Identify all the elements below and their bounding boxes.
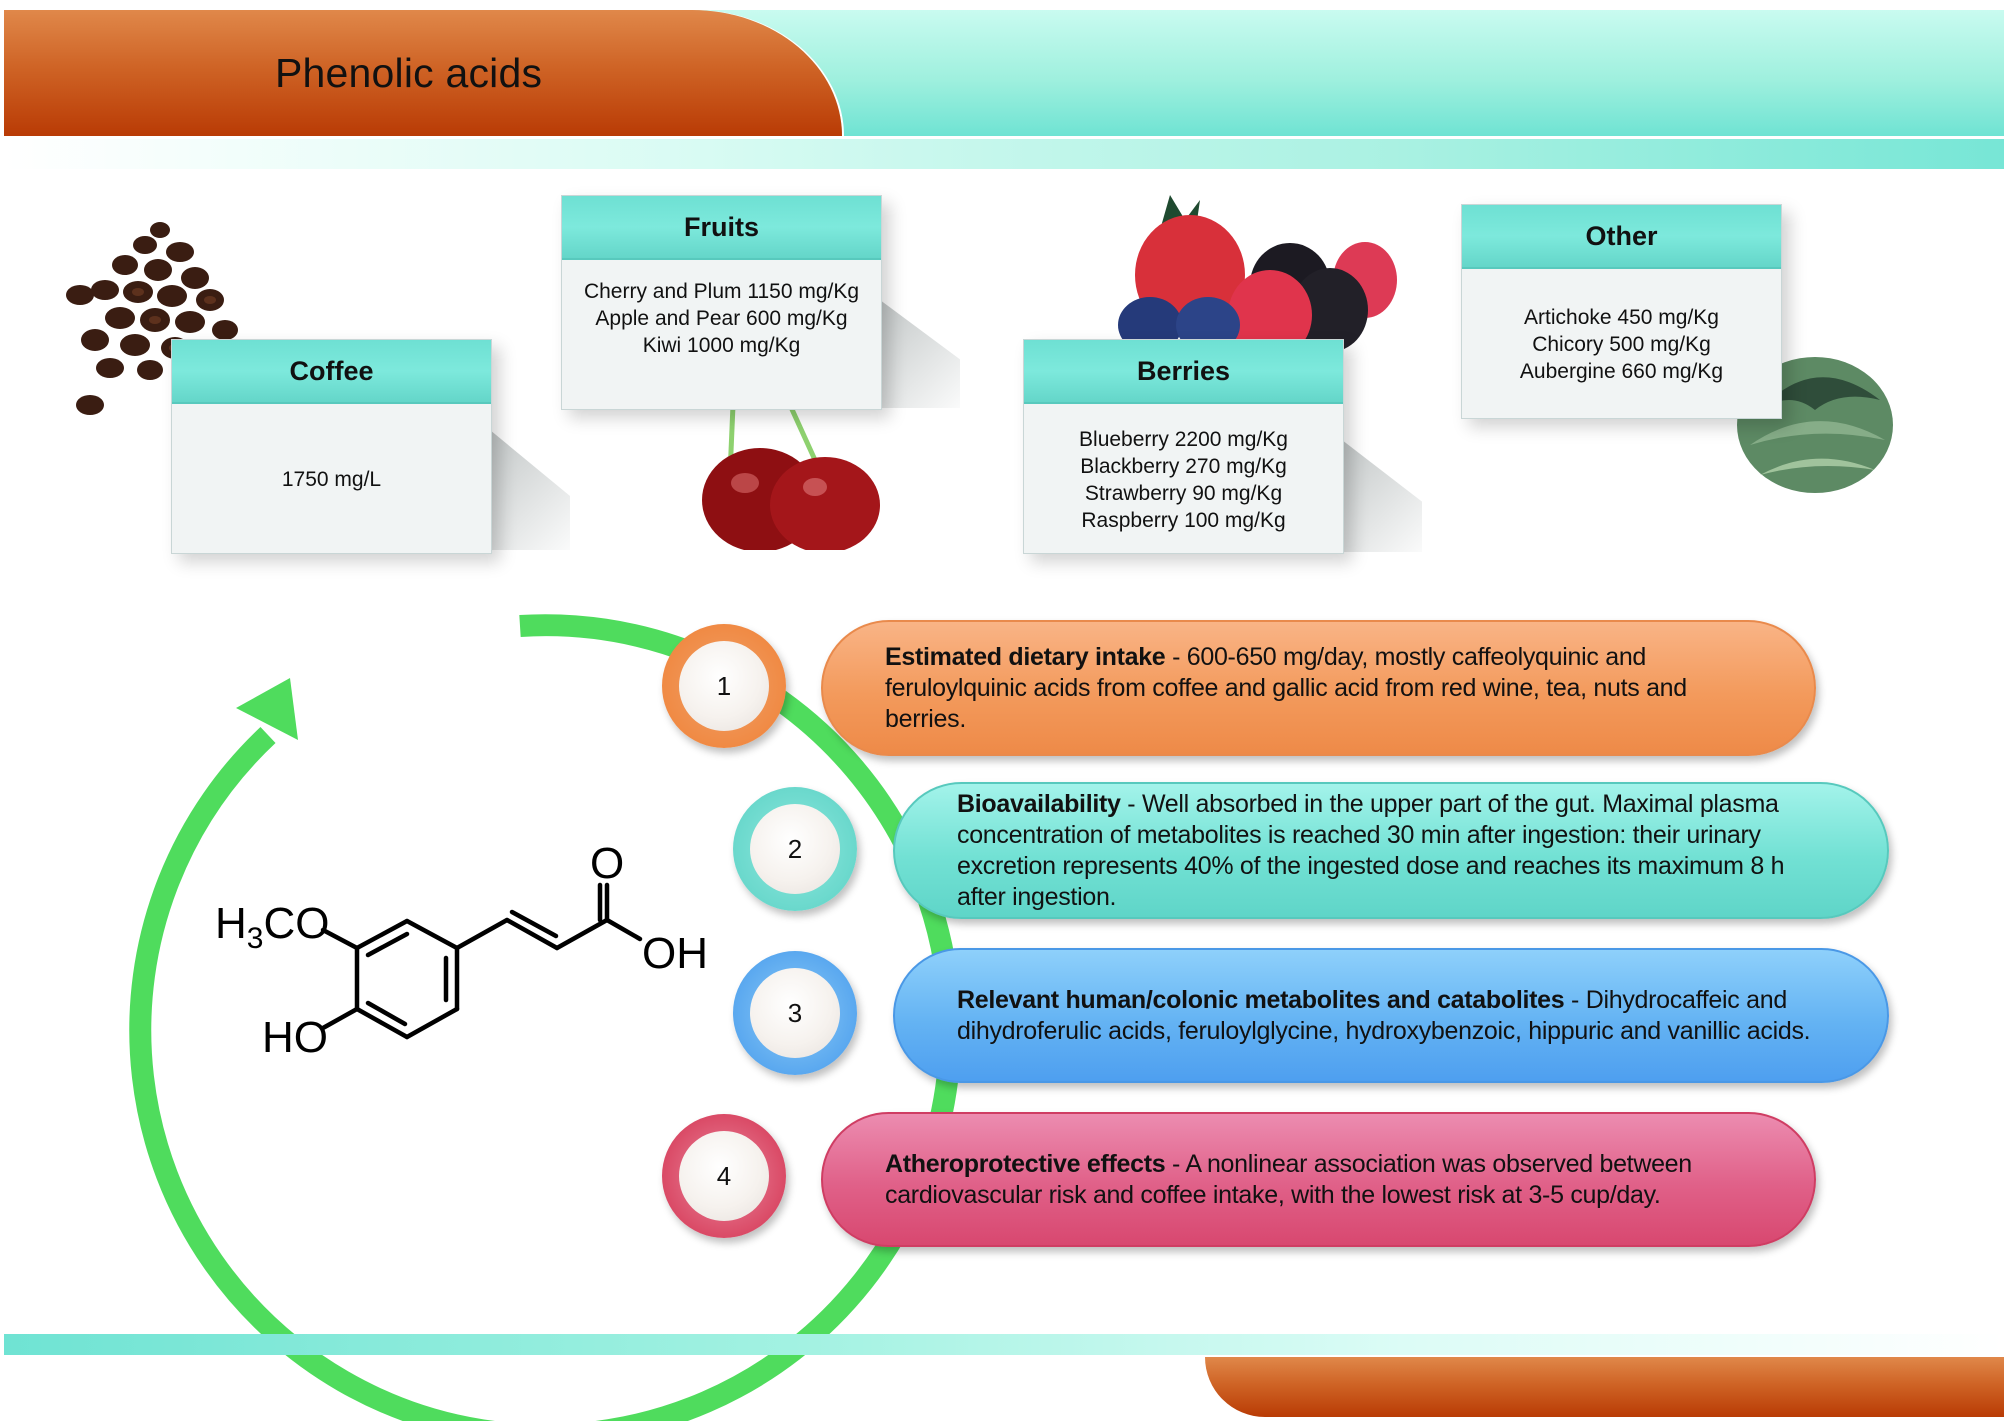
hydroxyl-label: HO bbox=[262, 1013, 328, 1060]
source-card-coffee: Coffee 1750 mg/L bbox=[171, 339, 492, 554]
cycle-arrow-arc bbox=[129, 614, 962, 1421]
card-title: Berries bbox=[1024, 340, 1343, 404]
step-card-3: Relevant human/colonic metabolites and c… bbox=[893, 948, 1889, 1083]
card-title: Coffee bbox=[172, 340, 491, 404]
carbonyl-oxygen-label: O bbox=[590, 839, 624, 888]
methoxy-label: H3CO bbox=[215, 899, 329, 955]
card-item: Blackberry 270 mg/Kg bbox=[1080, 454, 1287, 478]
footer-orange-tab bbox=[1205, 1357, 2004, 1417]
step-badge-3: 3 bbox=[733, 951, 857, 1075]
step-number-1: 1 bbox=[679, 641, 769, 731]
card-title: Fruits bbox=[562, 196, 881, 260]
step-number-2: 2 bbox=[750, 804, 840, 894]
step-text-1: Estimated dietary intake - 600-650 mg/da… bbox=[885, 642, 1687, 733]
card-item: Aubergine 660 mg/Kg bbox=[1519, 360, 1724, 383]
card-item: 1750 mg/L bbox=[281, 468, 382, 491]
berries-image bbox=[1118, 195, 1397, 350]
source-card-other: Other Artichoke 450 mg/Kg Chicory 500 mg… bbox=[1461, 204, 1782, 419]
card-item: Chicory 500 mg/Kg bbox=[1532, 333, 1711, 356]
cycle-arrow-head bbox=[236, 678, 298, 740]
header-title-tab bbox=[4, 10, 842, 136]
card-item: Strawberry 90 mg/Kg bbox=[1084, 481, 1283, 505]
step-card-2: Bioavailability - Well absorbed in the u… bbox=[893, 782, 1889, 919]
step-badge-2: 2 bbox=[733, 787, 857, 911]
step-number-3: 3 bbox=[750, 968, 840, 1058]
step-text-4: Atheroprotective effects - A nonlinear a… bbox=[885, 1149, 1692, 1209]
step-card-4: Atheroprotective effects - A nonlinear a… bbox=[821, 1112, 1816, 1247]
coffee-beans-image bbox=[66, 222, 238, 415]
footer-accent-band bbox=[4, 1334, 2004, 1355]
source-card-berries: Berries Blueberry 2200 mg/Kg Blackberry … bbox=[1023, 339, 1344, 554]
step-badge-1: 1 bbox=[662, 624, 786, 748]
carboxyl-oh-label: OH bbox=[642, 929, 708, 978]
card-item: Cherry and Plum 1150 mg/Kg bbox=[583, 280, 860, 303]
card-item: Blueberry 2200 mg/Kg bbox=[1079, 427, 1288, 451]
card-item: Apple and Pear 600 mg/Kg bbox=[595, 307, 848, 330]
card-item: Kiwi 1000 mg/Kg bbox=[642, 334, 801, 357]
step-text-3: Relevant human/colonic metabolites and c… bbox=[957, 985, 1811, 1045]
header-accent-band bbox=[4, 139, 2004, 169]
step-badge-4: 4 bbox=[662, 1114, 786, 1238]
step-card-1: Estimated dietary intake - 600-650 mg/da… bbox=[821, 620, 1816, 756]
card-title: Other bbox=[1462, 205, 1781, 269]
cherries-image bbox=[702, 405, 880, 550]
source-card-fruits: Fruits Cherry and Plum 1150 mg/Kg Apple … bbox=[561, 195, 882, 410]
card-item: Raspberry 100 mg/Kg bbox=[1081, 508, 1286, 532]
molecule-structure: H3CO HO O OH bbox=[215, 839, 708, 1060]
page-title: Phenolic acids bbox=[275, 50, 543, 96]
step-number-4: 4 bbox=[679, 1131, 769, 1221]
card-item: Artichoke 450 mg/Kg bbox=[1524, 306, 1719, 329]
step-text-2: Bioavailability - Well absorbed in the u… bbox=[957, 789, 1785, 911]
